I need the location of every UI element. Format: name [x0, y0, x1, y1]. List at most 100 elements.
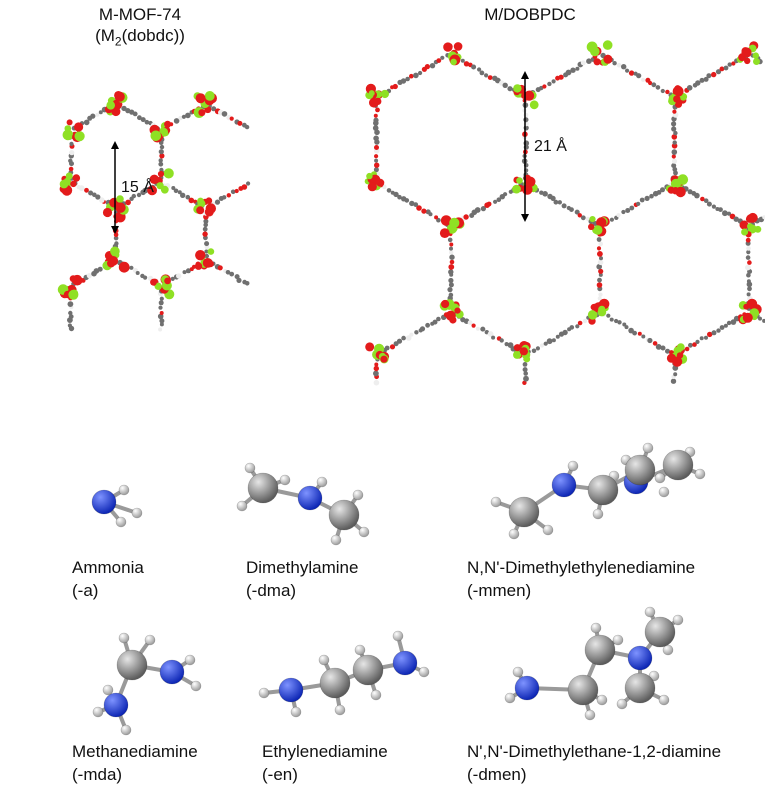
linker-atom	[575, 66, 580, 71]
linker-atom	[692, 342, 697, 347]
linker-atom	[373, 135, 379, 142]
linker-atom	[171, 186, 176, 190]
linker-atom	[173, 118, 180, 124]
metal-node-atom	[164, 120, 172, 128]
linker-atom	[234, 274, 240, 280]
linker-atom	[373, 117, 379, 123]
linker-atom	[211, 106, 217, 112]
linker-atom	[616, 62, 622, 68]
linker-atom	[463, 214, 469, 220]
nitrogen-atom	[278, 677, 304, 703]
metal-node-atom	[586, 41, 598, 53]
linker-atom	[655, 85, 661, 90]
linker-atom	[558, 74, 564, 80]
linker-atom	[671, 158, 678, 164]
linker-atom	[726, 320, 732, 326]
carbon-atom	[319, 667, 351, 699]
linker-atom	[719, 325, 725, 330]
linker-atom	[401, 335, 406, 341]
linker-atom	[88, 190, 94, 196]
hydrogen-atom	[115, 516, 127, 528]
linker-atom	[421, 208, 427, 214]
linker-atom	[652, 341, 658, 346]
metal-node-atom	[673, 95, 681, 103]
linker-atom	[577, 320, 583, 326]
linker-atom	[374, 162, 380, 168]
metal-node-atom	[114, 91, 125, 102]
metal-node-atom	[677, 174, 689, 185]
linker-atom	[671, 143, 678, 149]
linker-atom	[762, 215, 765, 220]
linker-atom	[159, 322, 164, 327]
metal-node-atom	[150, 130, 162, 142]
linker-atom	[237, 120, 243, 126]
linker-atom	[639, 197, 645, 203]
linker-atom	[68, 166, 74, 172]
linker-atom	[575, 324, 580, 329]
linker-atom	[636, 201, 641, 206]
linker-atom	[225, 270, 231, 275]
linker-atom	[222, 195, 227, 200]
hydrogen-atom	[490, 496, 502, 508]
nitrogen-atom	[159, 659, 185, 685]
linker-atom	[419, 326, 426, 332]
linker-atom	[176, 273, 182, 279]
amine-abbr-dma: (-dma)	[246, 581, 297, 600]
hydrogen-atom	[642, 442, 654, 454]
linker-atom	[157, 313, 164, 320]
linker-atom	[716, 328, 721, 333]
linker-atom	[706, 73, 712, 79]
linker-atom	[655, 344, 662, 350]
hydrogen-atom	[279, 474, 291, 486]
metal-node-atom	[587, 310, 598, 320]
metal-node-atom	[111, 107, 121, 117]
linker-atom	[204, 241, 210, 247]
metal-node-atom	[66, 119, 73, 126]
hydrogen-atom	[508, 528, 520, 540]
linker-atom	[718, 207, 723, 213]
metal-node-atom	[74, 122, 84, 132]
linker-atom	[76, 185, 82, 190]
linker-atom	[597, 259, 604, 266]
linker-atom	[745, 237, 751, 243]
carbon-atom	[584, 634, 616, 666]
metal-node-atom	[744, 57, 751, 65]
linker-atom	[158, 327, 163, 332]
hydrogen-atom	[662, 644, 674, 656]
linker-atom	[671, 121, 677, 127]
linker-atom	[746, 272, 751, 278]
metal-node-atom	[195, 250, 206, 261]
linker-atom	[180, 192, 186, 198]
metal-node-atom	[667, 186, 675, 194]
linker-atom	[671, 134, 678, 140]
carbon-atom	[328, 499, 360, 531]
linker-atom	[86, 273, 92, 279]
linker-atom	[665, 348, 670, 354]
linker-atom	[159, 153, 165, 159]
hydrogen-atom	[316, 476, 328, 488]
linker-atom	[244, 124, 250, 130]
linker-atom	[598, 272, 603, 277]
linker-atom	[373, 167, 379, 173]
metal-node-atom	[365, 342, 375, 352]
linker-atom	[621, 63, 627, 70]
linker-atom	[596, 263, 602, 270]
amine-name-dma: Dimethylamine	[246, 558, 359, 577]
linker-atom	[84, 187, 89, 193]
linker-atom	[425, 209, 431, 215]
linker-atom	[599, 256, 603, 261]
linker-atom	[477, 67, 482, 72]
metal-node-atom	[676, 343, 685, 351]
linker-atom	[447, 237, 453, 243]
hydrogen-atom	[542, 524, 554, 536]
nitrogen-atom	[297, 485, 323, 511]
hydrogen-atom	[592, 508, 604, 520]
hydrogen-atom	[658, 486, 670, 498]
linker-atom	[158, 158, 163, 163]
carbon-atom	[508, 496, 540, 528]
metal-node-atom	[746, 298, 758, 310]
hydrogen-atom	[131, 507, 143, 519]
linker-atom	[67, 323, 72, 328]
linker-atom	[67, 301, 74, 307]
